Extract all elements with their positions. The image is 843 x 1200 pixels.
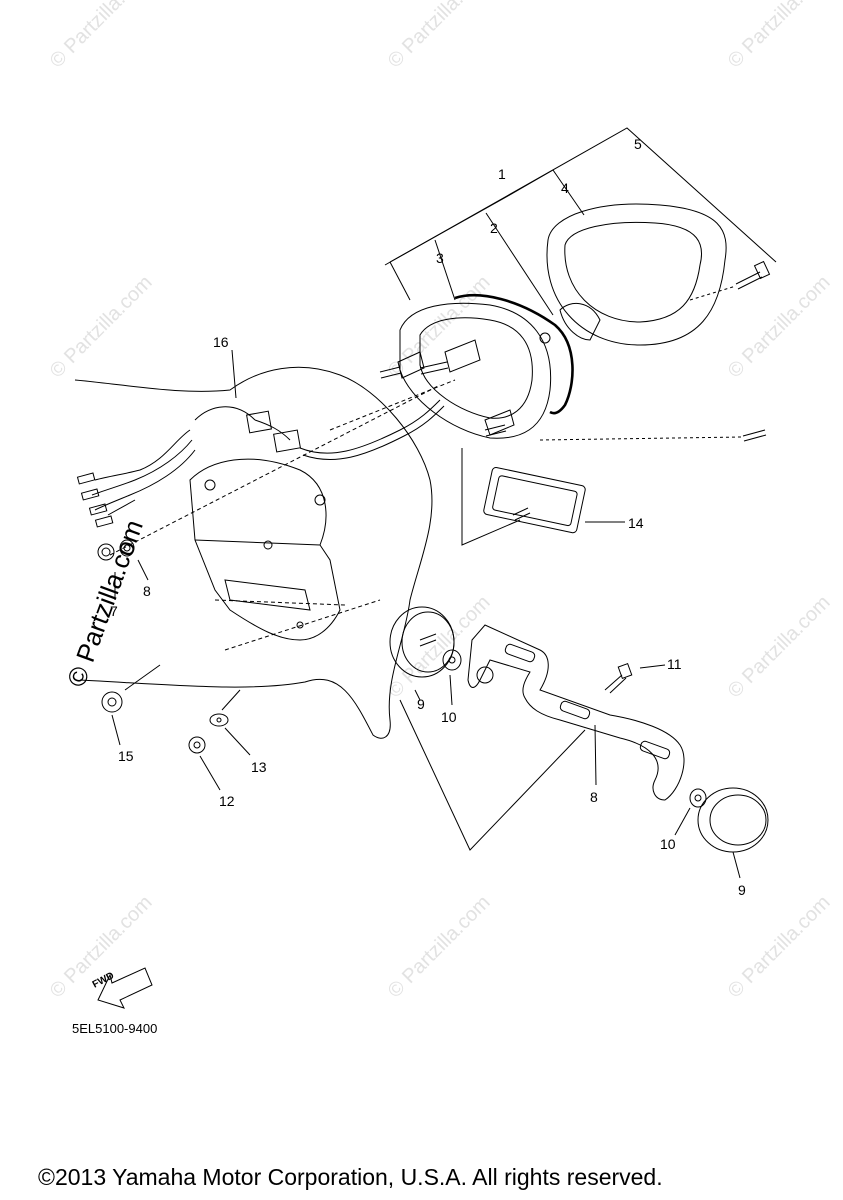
- reflector-left: [389, 606, 455, 678]
- nut-15: [101, 691, 123, 713]
- fender-hole: [263, 540, 273, 550]
- leader-3-left: [389, 261, 411, 301]
- leader-3: [434, 239, 456, 301]
- leader-dashed: [109, 384, 441, 556]
- washer-13: [209, 713, 229, 727]
- lens-cover: [546, 203, 727, 346]
- part-label-8: 8: [590, 789, 598, 805]
- copyright-notice: ©2013 Yamaha Motor Corporation, U.S.A. A…: [38, 1164, 663, 1190]
- nut-7: [97, 543, 115, 561]
- rear-fender: [74, 366, 433, 739]
- part-label-1: 1: [498, 166, 506, 182]
- part-label-14: 14: [628, 515, 644, 531]
- leader-8: [594, 724, 597, 786]
- leader-bracket-8: [399, 699, 586, 851]
- nut-12: [188, 736, 206, 754]
- leader-7b: [137, 559, 149, 581]
- part-label-2: 2: [490, 220, 498, 236]
- taillight-base-inner: [419, 317, 533, 419]
- bracket-nut: [476, 666, 494, 684]
- washer-10-right: [689, 788, 707, 808]
- part-label-16: 16: [213, 334, 229, 350]
- bracket-slot: [504, 643, 536, 663]
- bolt-11: [617, 663, 633, 679]
- leader-dashed: [329, 379, 456, 431]
- part-label-9-right: 9: [738, 882, 746, 898]
- leader-10-right: [674, 807, 691, 836]
- part-label-13: 13: [251, 759, 267, 775]
- screw-hole: [539, 332, 551, 344]
- gasket-2: [454, 294, 574, 415]
- taillight-base: [399, 302, 552, 439]
- part-label-9-left: 9: [417, 696, 425, 712]
- part-label-11: 11: [667, 656, 682, 672]
- part-label-7: 7: [110, 603, 118, 619]
- diagram-code: 5EL5100-9400: [72, 1021, 158, 1036]
- part-label-15: 15: [118, 748, 134, 764]
- fender-hole: [296, 621, 304, 629]
- leader-bracket-1: [389, 195, 509, 263]
- bolt-5: [689, 260, 771, 301]
- reflector-left-inner: [401, 611, 455, 673]
- lens-cover-inner: [564, 221, 703, 323]
- fender-edge: [194, 539, 321, 546]
- wire-harness: [76, 349, 445, 528]
- leader-13b: [221, 689, 241, 711]
- leader-11: [639, 664, 666, 669]
- leader-14-bracket: [461, 448, 521, 546]
- part-label-10-right: 10: [660, 836, 676, 852]
- fender-bracket: [189, 458, 341, 641]
- washer-7: [119, 539, 135, 557]
- part-label-5: 5: [634, 136, 642, 152]
- license-lamp: [483, 466, 586, 534]
- leader-9-right: [732, 851, 741, 879]
- reflector-right-inner: [709, 794, 767, 846]
- part-label-4: 4: [561, 180, 569, 196]
- fender-plate: [224, 579, 311, 611]
- leader-dashed: [214, 599, 346, 606]
- license-lamp-inner: [492, 475, 578, 527]
- fender-hole: [204, 479, 216, 491]
- leader-2: [485, 212, 554, 316]
- leader-4: [552, 169, 585, 216]
- part-label-10-left: 10: [441, 709, 457, 725]
- part-label-3: 3: [436, 250, 444, 266]
- fwd-arrow-icon: [97, 967, 153, 1009]
- reflector-right: [697, 787, 769, 853]
- leader-9: [414, 689, 421, 701]
- leader-12: [199, 755, 221, 791]
- lens-neck: [559, 302, 601, 341]
- leader-1-to-4: [507, 169, 554, 197]
- part-label-12: 12: [219, 793, 235, 809]
- leader-bracket-5: [384, 127, 777, 266]
- fender-hole: [314, 494, 326, 506]
- studs: [379, 339, 767, 442]
- bracket-slot: [559, 700, 591, 720]
- leader-15b: [124, 664, 161, 691]
- washer-10-left: [442, 649, 462, 671]
- leader-13: [224, 727, 251, 756]
- leader-dashed: [224, 599, 381, 651]
- leader-10: [449, 674, 453, 706]
- reflector-bracket-8: [467, 624, 685, 801]
- part-label-8-top: 8: [143, 583, 151, 599]
- bracket-slot: [639, 740, 671, 760]
- leader-15: [111, 714, 121, 746]
